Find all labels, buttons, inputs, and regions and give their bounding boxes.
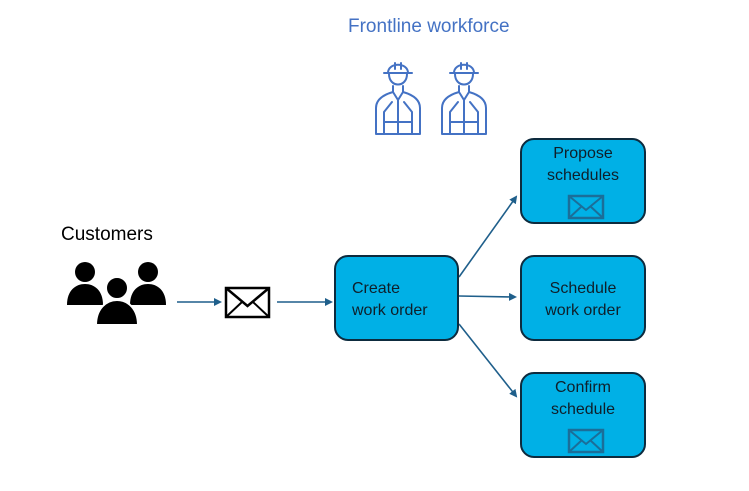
node-propose-schedules[interactable]: Propose schedules <box>520 138 646 224</box>
customers-label: Customers <box>61 224 153 245</box>
envelope-icon <box>567 194 605 220</box>
node-schedule-work-order[interactable]: Schedule work order <box>520 255 646 341</box>
node-propose-line2: schedules <box>546 167 620 184</box>
node-schedule-line1: Schedule <box>549 280 617 297</box>
node-confirm-schedule[interactable]: Confirm schedule <box>520 372 646 458</box>
envelope-icon <box>224 286 271 319</box>
arrow-create-to-confirm <box>458 323 518 398</box>
node-schedule-line2: work order <box>545 302 621 319</box>
arrow-create-to-schedule <box>458 292 517 301</box>
envelope-icon <box>567 428 605 454</box>
frontline-workforce-label: Frontline workforce <box>348 16 510 37</box>
node-confirm-line2: schedule <box>550 401 616 418</box>
node-create-line1: Create <box>352 280 401 297</box>
arrow-create-to-propose <box>458 195 518 278</box>
node-create-line2: work order <box>352 302 428 319</box>
node-confirm-line1: Confirm <box>554 379 611 396</box>
node-propose-line1: Propose <box>553 145 613 162</box>
node-create-work-order[interactable]: Create work order <box>334 255 459 341</box>
